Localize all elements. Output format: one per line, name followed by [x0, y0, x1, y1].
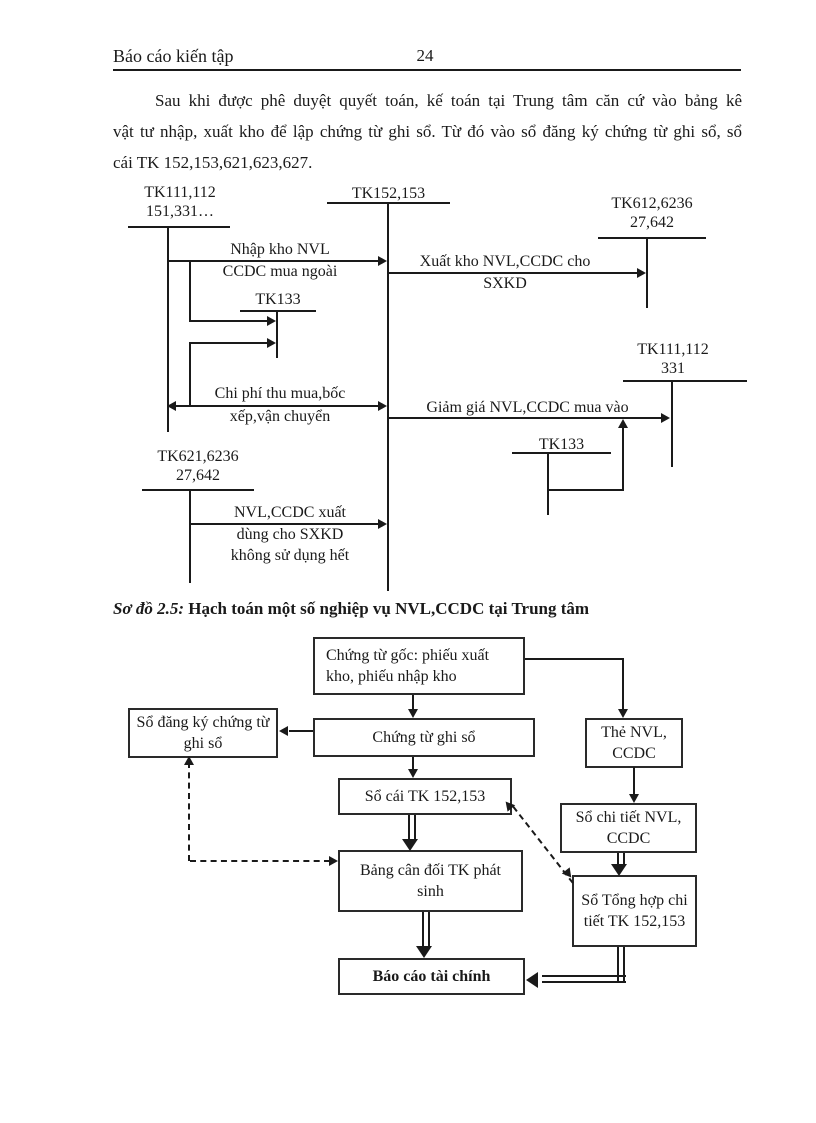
account-label: TK133: [538, 436, 585, 453]
diagram-line: [189, 489, 191, 583]
flow-caption: Chi phí thu mua,bốc: [214, 385, 346, 402]
arrowhead: [279, 726, 288, 736]
flowchart-box-bao-cao: Báo cáo tài chính: [338, 958, 525, 995]
diagram-line: [646, 237, 648, 308]
arrowhead: [378, 519, 387, 529]
flow-caption: CCDC mua ngoài: [222, 263, 338, 280]
flow-caption: xếp,vận chuyển: [229, 408, 331, 425]
flowchart-box-so-chi-tiet: Sổ chi tiết NVL, CCDC: [560, 803, 697, 853]
diagram-line: [622, 658, 624, 709]
diagram-line: [412, 695, 414, 712]
diagram-line: [623, 380, 747, 382]
diagram-line: [128, 226, 230, 228]
diagram-line: [412, 757, 414, 771]
header-rule: [113, 69, 741, 71]
account-label: 151,331…: [146, 203, 214, 220]
diagram-line: [633, 767, 635, 795]
figure-caption-text: Hạch toán một số nghiệp vụ NVL,CCDC tại …: [184, 599, 590, 618]
arrowhead: [184, 756, 194, 765]
diagram-line: [167, 260, 378, 262]
arrowhead: [637, 268, 646, 278]
flow-caption: dùng cho SXKD: [236, 526, 344, 543]
arrowhead: [267, 338, 276, 348]
diagram-line: [617, 853, 625, 865]
flowchart-box-bang-can-doi: Bảng cân đối TK phát sinh: [338, 850, 523, 912]
diagram-line: [622, 424, 624, 491]
account-label: TK133: [255, 291, 301, 308]
diagram-line: [422, 912, 430, 947]
arrowhead: [629, 794, 639, 803]
diagram-line: [189, 523, 378, 525]
diagram-line: [408, 815, 416, 839]
account-label: TK111,112: [144, 184, 216, 201]
diagram-line: [167, 226, 169, 432]
flow-caption: NVL,CCDC xuất: [234, 504, 346, 521]
account-label: 331: [661, 360, 685, 377]
flow-caption: Giảm giá NVL,CCDC mua vào: [426, 399, 629, 416]
paragraph-line: Sau khi được phê duyệt quyết toán, kế to…: [155, 91, 742, 110]
diagram-line: [547, 452, 549, 515]
flowchart-box-chung-tu-goc: Chứng từ gốc: phiếu xuất kho, phiếu nhập…: [313, 637, 525, 695]
arrowhead: [408, 709, 418, 718]
arrowhead: [611, 864, 627, 876]
diagram-line: [190, 860, 330, 862]
flow-caption: SXKD: [483, 275, 527, 292]
arrowhead: [618, 419, 628, 428]
diagram-line: [389, 272, 637, 274]
account-label: TK612,6236: [611, 195, 693, 212]
page-number: 24: [416, 46, 434, 65]
figure-caption: Sơ đồ 2.5: Hạch toán một số nghiệp vụ NV…: [113, 599, 589, 619]
diagram-line: [542, 975, 626, 983]
arrowhead: [378, 401, 387, 411]
diagram-line: [289, 730, 313, 732]
flow-caption: không sử dụng hết: [230, 547, 350, 564]
flowchart-box-chung-tu-ghi-so: Chứng từ ghi sổ: [313, 718, 535, 757]
paragraph-line: vật tư nhập, xuất kho để lập chứng từ gh…: [113, 122, 742, 141]
diagram-line: [389, 417, 661, 419]
figure-caption-label: Sơ đồ 2.5:: [113, 599, 184, 618]
arrowhead: [267, 316, 276, 326]
flowchart-box-so-tong-hop: Sổ Tổng hợp chi tiết TK 152,153: [572, 875, 697, 947]
account-label: 27,642: [630, 214, 674, 231]
diagram-line: [525, 658, 624, 660]
diagram-line: [671, 380, 673, 467]
diagram-line: [547, 489, 623, 491]
diagram-line: [189, 343, 191, 407]
flowchart-box-so-cai: Sổ cái TK 152,153: [338, 778, 512, 815]
arrowhead: [661, 413, 670, 423]
arrowhead: [378, 256, 387, 266]
header-title: Báo cáo kiến tập: [113, 46, 234, 66]
flow-caption: Nhập kho NVL: [230, 241, 330, 258]
arrowhead: [416, 946, 432, 958]
account-label: TK621,6236: [157, 448, 239, 465]
flow-caption: Xuất kho NVL,CCDC cho: [419, 253, 591, 270]
diagram-line: [189, 320, 267, 322]
arrowhead: [167, 401, 176, 411]
diagram-line: [598, 237, 706, 239]
arrowhead: [402, 839, 418, 851]
arrowhead: [329, 856, 338, 866]
paragraph-line: cái TK 152,153,621,623,627.: [113, 153, 313, 172]
arrowhead: [526, 972, 538, 988]
diagram-line: [189, 342, 267, 344]
account-label: TK152,153: [351, 185, 426, 202]
body-paragraph: Sau khi được phê duyệt quyết toán, kế to…: [113, 85, 742, 178]
arrowhead: [618, 709, 628, 718]
diagram-line: [240, 310, 316, 312]
diagram-line: [176, 405, 378, 407]
diagram-line: [276, 310, 278, 358]
diagram-line: [142, 489, 254, 491]
diagram-line: [189, 261, 191, 322]
diagram-line: [387, 202, 389, 591]
diagram-line: [617, 947, 625, 983]
diagram-line: [188, 762, 190, 861]
arrowhead: [408, 769, 418, 778]
account-label: TK111,112: [637, 341, 709, 358]
flowchart-box-the-nvl: Thẻ NVL, CCDC: [585, 718, 683, 768]
flowchart-box-so-dang-ky: Sổ đăng ký chứng từ ghi sổ: [128, 708, 278, 758]
diagram-line: [512, 452, 611, 454]
account-label: 27,642: [176, 467, 220, 484]
